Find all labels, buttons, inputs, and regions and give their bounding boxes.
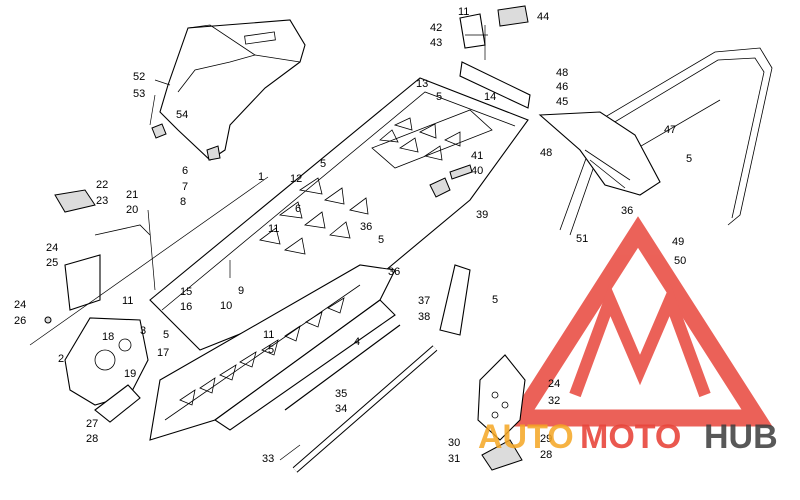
callout-5a: 5 [320, 158, 326, 170]
callout-4: 4 [354, 336, 360, 348]
watermark-moto: MOTO [580, 418, 681, 456]
callout-25: 25 [46, 257, 58, 269]
callout-49: 49 [672, 236, 684, 248]
callout-11c: 11 [122, 295, 133, 307]
watermark-text: AUTO MOTO HUB [478, 418, 778, 456]
callout-5c: 5 [378, 234, 384, 246]
callout-24b: 24 [14, 299, 26, 311]
callout-6a: 6 [182, 165, 188, 177]
callout-53: 53 [133, 88, 145, 100]
callout-5f: 5 [492, 294, 498, 306]
callout-18: 18 [102, 331, 114, 343]
watermark-logo [503, 216, 773, 427]
watermark-auto: AUTO [478, 418, 574, 456]
callout-29: 29 [540, 433, 552, 445]
callout-17: 17 [157, 347, 169, 359]
callout-34: 34 [335, 403, 347, 415]
leader-lines [29, 25, 488, 461]
callout-42: 42 [430, 22, 442, 34]
callout-26: 26 [14, 315, 26, 327]
cross-shaft [284, 324, 438, 473]
callout-30: 30 [448, 437, 460, 449]
callout-36b: 36 [388, 266, 400, 278]
callout-43: 43 [430, 37, 442, 49]
hitch-bracket [459, 5, 531, 109]
callout-32: 32 [548, 395, 560, 407]
tunnel-vent-holes [259, 117, 461, 255]
callout-12: 12 [290, 173, 302, 185]
callout-11b: 11 [268, 223, 279, 235]
callout-36a: 36 [360, 221, 372, 233]
callout-22: 22 [96, 179, 108, 191]
callout-28b: 28 [540, 449, 552, 461]
callout-27: 27 [86, 418, 98, 430]
callout-1: 1 [258, 171, 264, 183]
callout-3: 3 [140, 325, 146, 337]
callout-52: 52 [133, 71, 145, 83]
callout-45: 45 [556, 96, 568, 108]
footrest [477, 354, 526, 471]
callout-35: 35 [335, 388, 347, 400]
callout-50: 50 [674, 255, 686, 267]
small-parts-left [44, 189, 151, 423]
callout-5g: 5 [686, 153, 692, 165]
callout-numbers: 1 2 3 4 5 5 5 5 5 5 5 6 6 7 8 9 10 11 11… [14, 6, 692, 465]
callout-41: 41 [471, 150, 483, 162]
callout-5d: 5 [163, 329, 169, 341]
callout-13: 13 [416, 78, 428, 90]
callout-10: 10 [220, 300, 232, 312]
callout-15: 15 [180, 286, 192, 298]
tunnel-frame [149, 77, 529, 351]
rail-cutouts [179, 297, 345, 406]
callout-33: 33 [262, 453, 274, 465]
callout-54: 54 [176, 109, 188, 121]
watermark-hub: HUB [704, 418, 778, 456]
callout-16: 16 [180, 301, 192, 313]
callout-47: 47 [664, 124, 676, 136]
callout-21: 21 [126, 189, 138, 201]
callout-51: 51 [576, 233, 588, 245]
callout-39: 39 [476, 209, 488, 221]
callout-44: 44 [537, 11, 549, 23]
callout-48a: 48 [556, 67, 568, 79]
callout-7: 7 [182, 181, 188, 193]
front-bulkhead [64, 317, 149, 406]
callout-46: 46 [556, 81, 568, 93]
callout-38: 38 [418, 311, 430, 323]
callout-28a: 28 [86, 433, 98, 445]
callout-2: 2 [58, 353, 64, 365]
callout-11d: 11 [263, 329, 274, 341]
callout-5b: 5 [436, 91, 442, 103]
callout-20: 20 [126, 204, 138, 216]
callout-40: 40 [471, 165, 483, 177]
callout-8: 8 [180, 196, 186, 208]
callout-31: 31 [448, 453, 460, 465]
callout-24a: 24 [46, 242, 58, 254]
callout-24c: 24 [548, 378, 560, 390]
callout-37: 37 [418, 295, 430, 307]
side-rails [149, 264, 396, 441]
callout-23: 23 [96, 195, 108, 207]
seat [151, 19, 306, 161]
snow-flap [538, 111, 661, 196]
callout-5e: 5 [268, 344, 274, 356]
callout-14: 14 [484, 91, 496, 103]
callout-9: 9 [238, 285, 244, 297]
callout-6b: 6 [295, 203, 301, 215]
callout-11a: 11 [458, 6, 469, 18]
callout-19: 19 [124, 368, 136, 380]
callout-36c: 36 [621, 205, 633, 217]
running-board-strip [439, 264, 471, 336]
callout-48b: 48 [540, 147, 552, 159]
